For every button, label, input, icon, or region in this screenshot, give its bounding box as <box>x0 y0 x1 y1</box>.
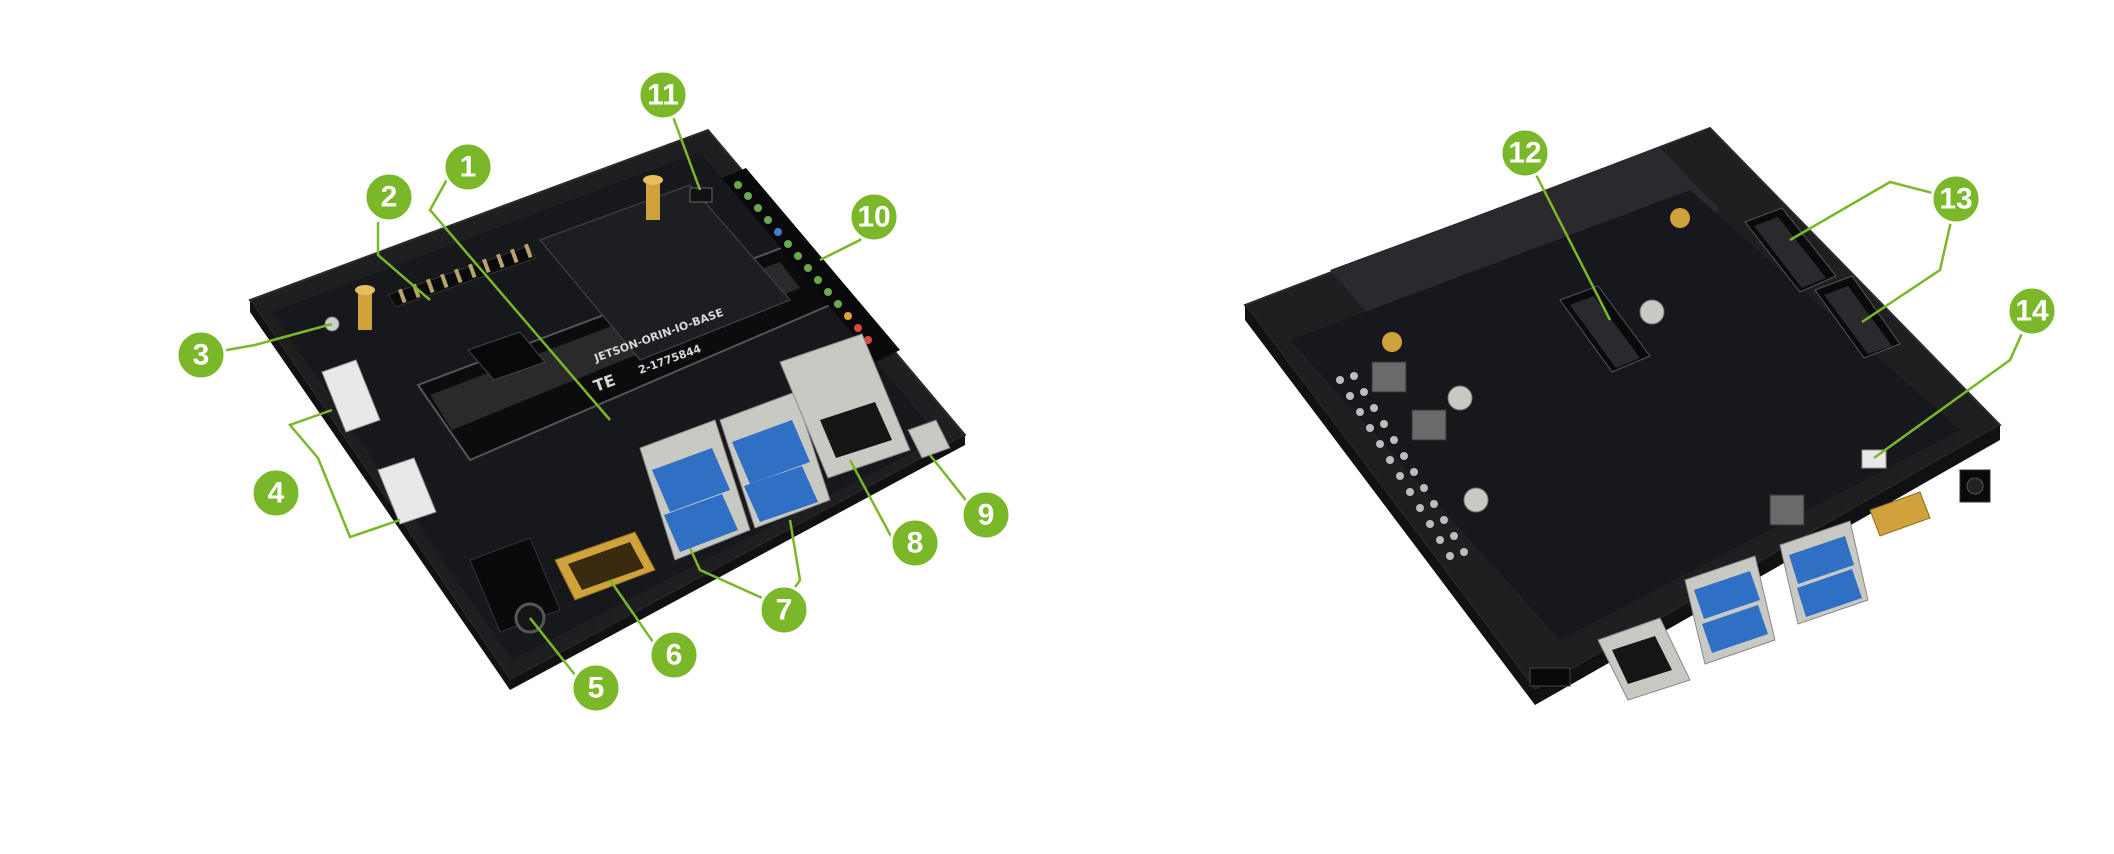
usb-stack-bottom-1 <box>1684 555 1776 665</box>
inductor-2 <box>1411 409 1447 441</box>
standoff-3 <box>1463 487 1489 513</box>
callout-9-number: 9 <box>978 499 995 532</box>
antenna-connector-right <box>643 175 663 220</box>
inductor-1 <box>1371 361 1407 393</box>
callout-10: 10 <box>848 191 900 243</box>
callout-12-number: 12 <box>1508 137 1541 170</box>
pcb-bottom <box>1290 190 1960 640</box>
callout-1-number: 1 <box>460 151 477 184</box>
leader-4b <box>316 457 401 539</box>
callout-10-number: 10 <box>857 201 890 234</box>
ic-chip <box>467 331 546 381</box>
callout-13-number: 13 <box>1939 183 1972 216</box>
callout-5-number: 5 <box>588 672 605 705</box>
camera-connector-cam1 <box>377 457 437 525</box>
camera-connector-cam0 <box>321 359 381 433</box>
leader-8 <box>848 459 895 541</box>
leader-7a <box>688 547 783 609</box>
callout-6-number: 6 <box>666 639 683 672</box>
m2-slot-lower <box>1814 275 1901 359</box>
leader-4a <box>287 408 333 459</box>
callout-11-number: 11 <box>647 79 679 112</box>
callout-8: 8 <box>889 517 941 569</box>
leader-6 <box>608 579 662 653</box>
m2-slot-upper <box>1744 207 1837 293</box>
callout-7: 7 <box>758 584 810 636</box>
usb-stack-2 <box>719 391 831 529</box>
gpio-pins <box>734 181 872 344</box>
carrier-board <box>538 184 792 361</box>
usb-stack-bottom-2 <box>1779 520 1869 625</box>
pin-row-left <box>398 243 533 304</box>
standoff-1 <box>1639 299 1665 325</box>
antenna-connector-left <box>355 285 375 330</box>
ethernet-port-bottom <box>1597 617 1691 701</box>
callout-4: 4 <box>250 467 302 519</box>
hdmi-port <box>554 531 656 601</box>
inductor-3 <box>1769 494 1805 526</box>
ethernet-port <box>779 333 911 479</box>
dc-jack-bottom <box>1959 469 1991 503</box>
callout-2-number: 2 <box>381 181 398 214</box>
leader-5 <box>529 617 584 686</box>
standoff-2 <box>1447 385 1473 411</box>
board-bottom-view <box>1243 126 2002 705</box>
screw-gold-1 <box>1382 332 1402 352</box>
callout-12: 12 <box>1499 127 1551 179</box>
hdmi-port-bottom <box>1869 491 1931 537</box>
callout-6: 6 <box>648 629 700 681</box>
board-top-view: JETSON-ORIN-IO-BASE TE 2-1775844 <box>248 128 967 690</box>
fan-header <box>689 187 713 203</box>
header-pins-bottom <box>1336 372 1468 560</box>
leader-13a <box>1789 180 1957 242</box>
m2-slot-center <box>1559 285 1651 373</box>
callout-3: 3 <box>175 329 227 381</box>
callout-14: 14 <box>2006 285 2058 337</box>
callout-7-number: 7 <box>776 594 793 627</box>
callout-1: 1 <box>442 141 494 193</box>
usb-c-port <box>907 419 951 459</box>
leader-2 <box>376 222 431 301</box>
screw-gold-2 <box>1670 208 1690 228</box>
callout-9: 9 <box>960 489 1012 541</box>
usb-c-port-bottom <box>1529 667 1571 687</box>
usb-stack-1 <box>639 419 751 561</box>
callout-14-number: 14 <box>2015 295 2049 328</box>
leader-12 <box>1523 152 1612 321</box>
callout-11: 11 <box>637 69 689 121</box>
callout-13: 13 <box>1930 173 1982 225</box>
callout-5: 5 <box>570 662 622 714</box>
callout-2: 2 <box>363 171 415 223</box>
callout-3-number: 3 <box>193 339 210 372</box>
callout-4-number: 4 <box>268 477 285 510</box>
callout-8-number: 8 <box>907 527 924 560</box>
